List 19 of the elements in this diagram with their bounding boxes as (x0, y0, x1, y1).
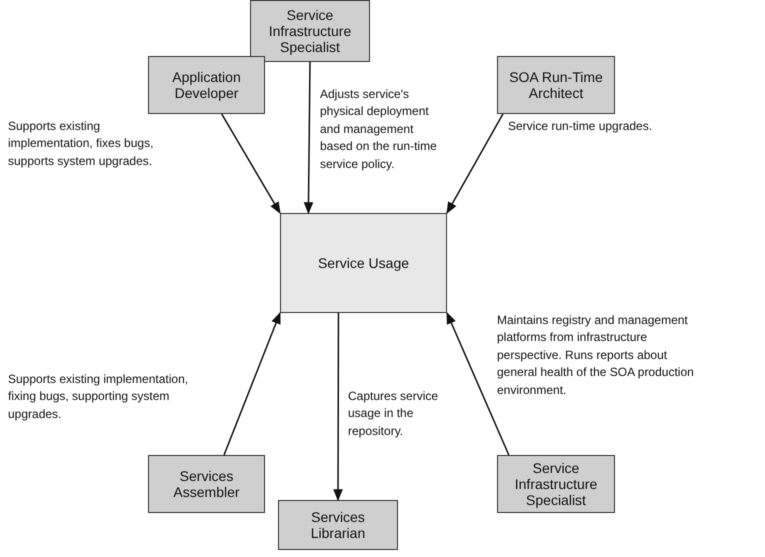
role-box: SOA Run-Time Architect (497, 56, 615, 114)
arrow (333, 313, 343, 502)
role-box: Service Infrastructure Specialist (497, 455, 615, 513)
role-description: Supports existing implementation, fixes bugs, supports system upgrades. (8, 118, 154, 170)
role-box: Service Infrastructure Specialist (250, 0, 370, 62)
arrow (446, 312, 510, 456)
edge-label: Adjusts service's physical deployment and management based on the run-time service policy. (320, 86, 438, 173)
arrow (223, 312, 281, 456)
role-box: Services Librarian (278, 500, 398, 550)
role-box: Application Developer (148, 56, 265, 114)
note-text: Maintains registry and management platforms from infrastructure perspective. Runs reports about general health of the SOA production environment. (497, 312, 695, 399)
arrow (446, 114, 504, 214)
note-text: Supports existing implementation, fixing bugs, supporting system upgrades. (8, 371, 190, 423)
arrow (304, 62, 314, 214)
edge-label: Captures service usage in the repository. (348, 388, 440, 440)
arrow (221, 114, 281, 214)
role-description: Service run-time upgrades. (508, 118, 654, 135)
role-box: Service Usage (280, 213, 447, 313)
role-box: Services Assembler (148, 455, 265, 513)
